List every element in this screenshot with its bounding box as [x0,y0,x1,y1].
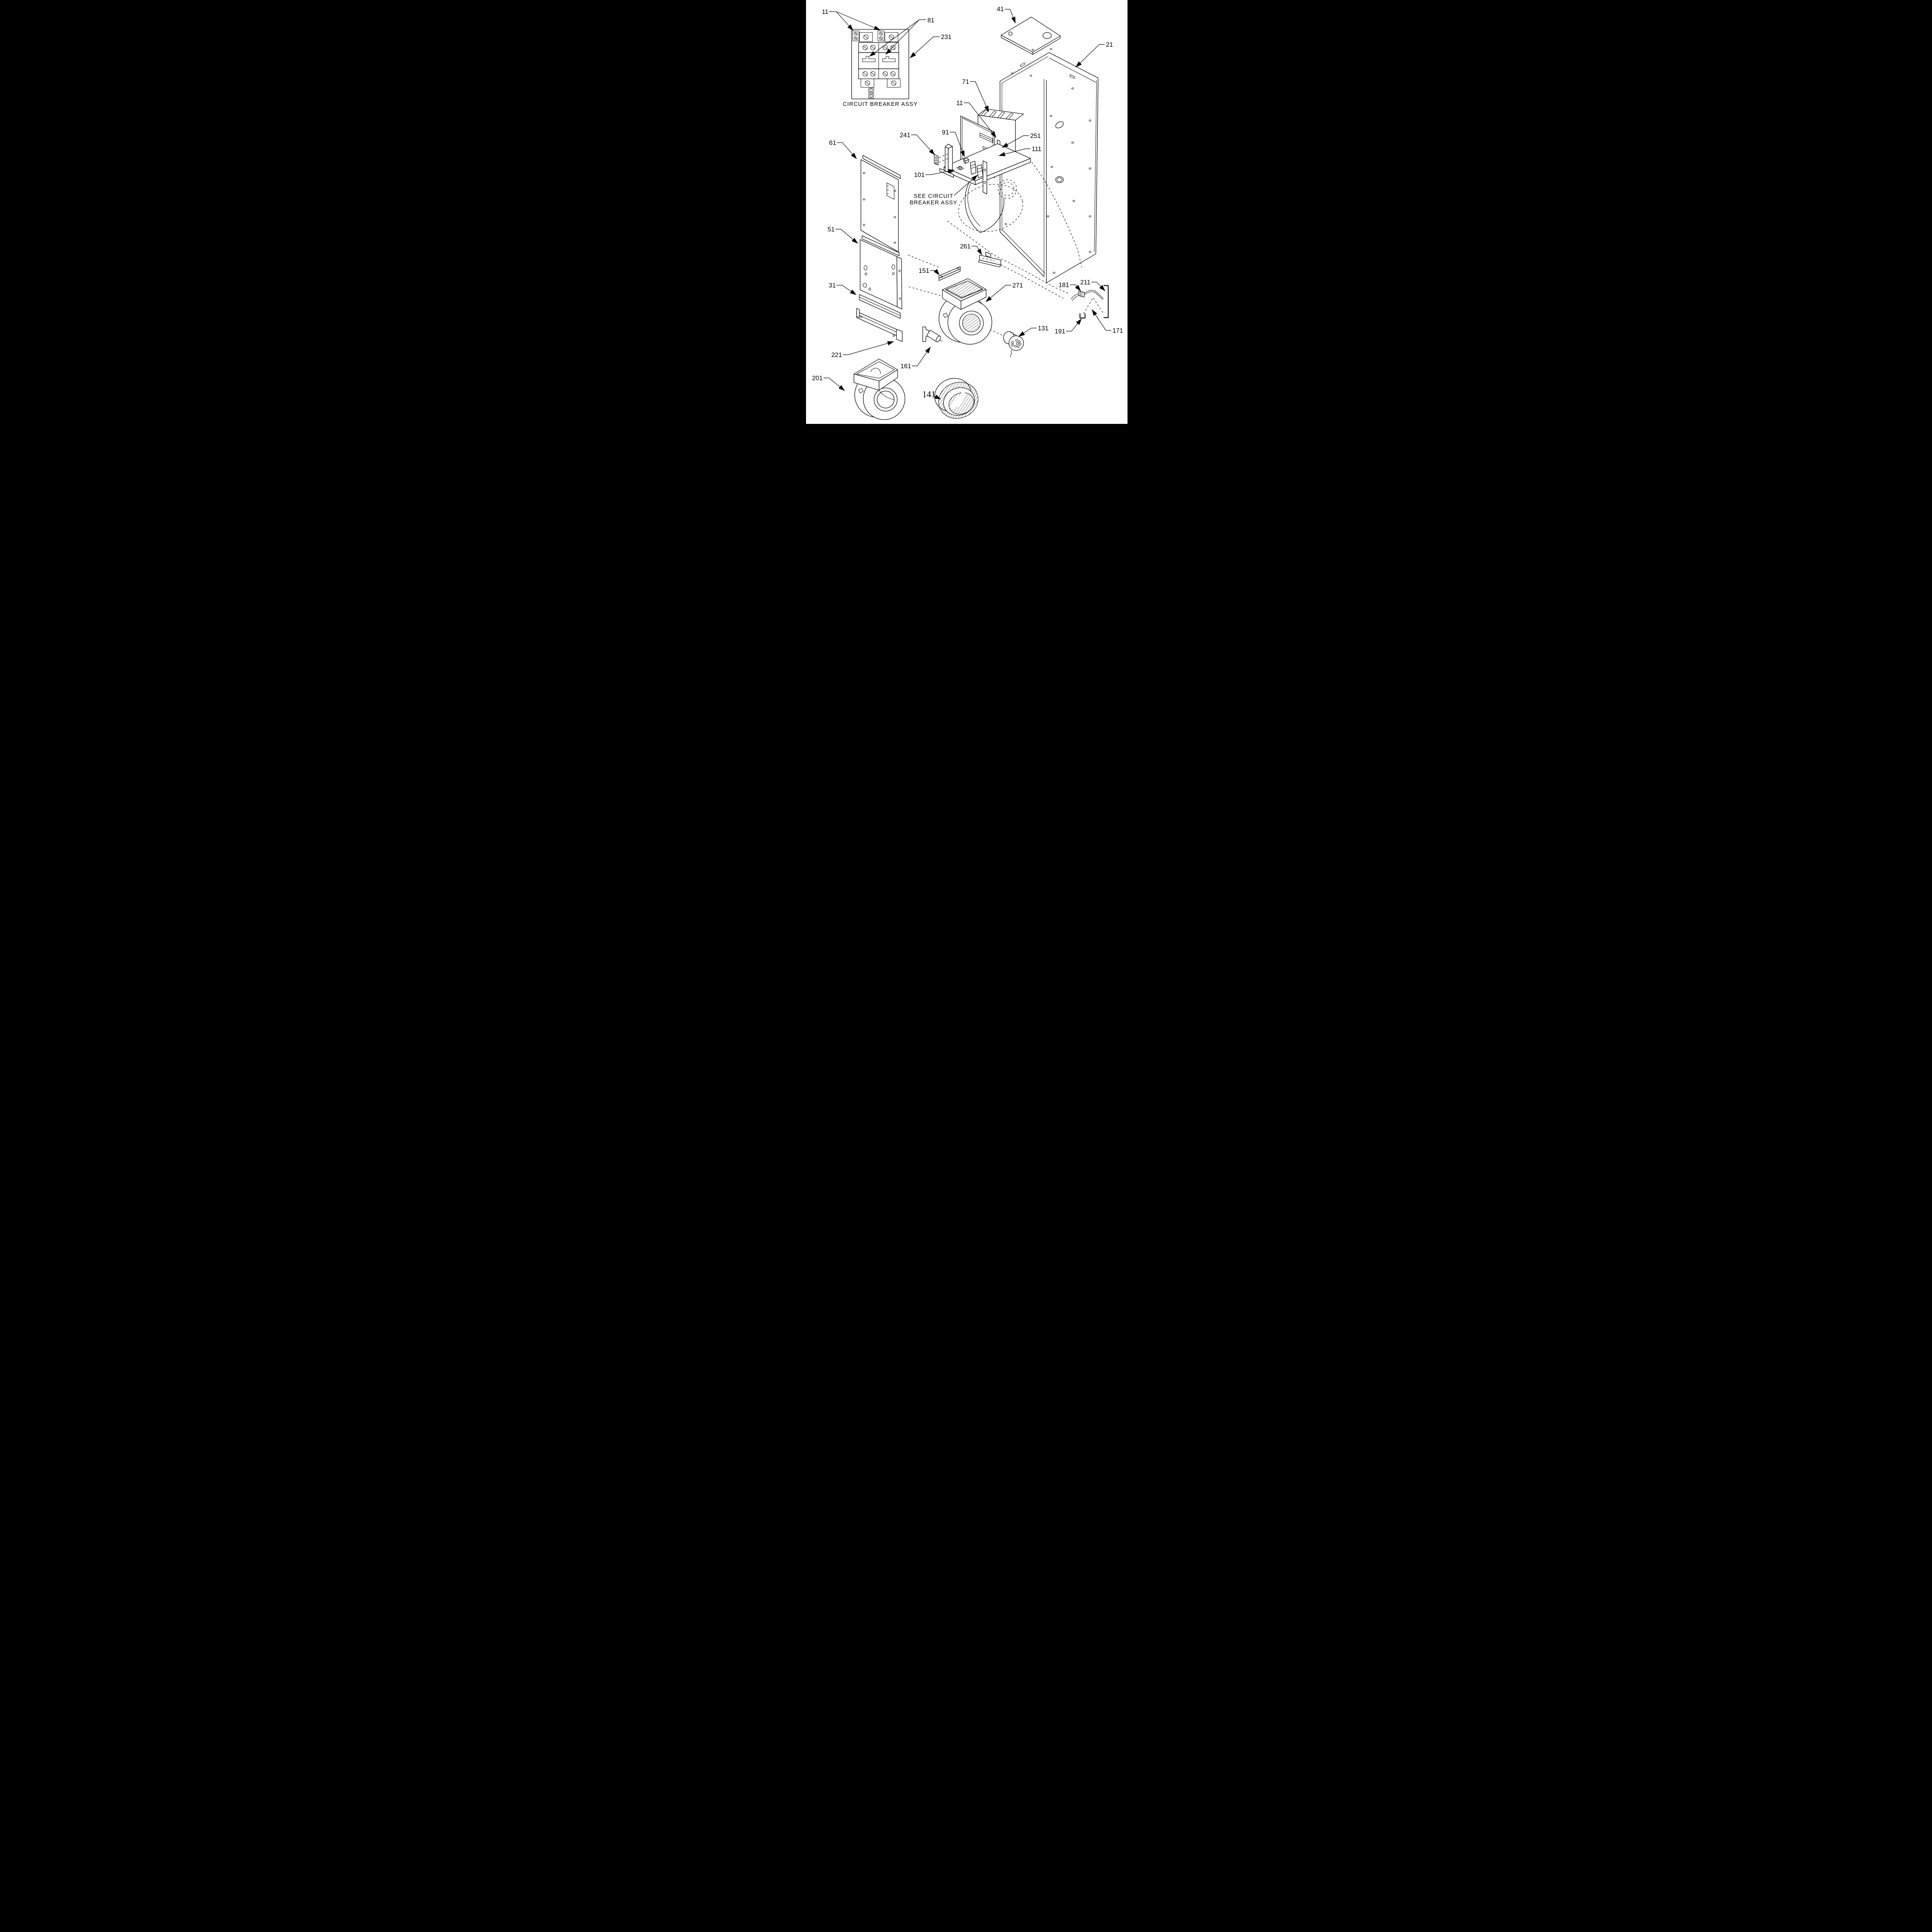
callout-251: 251 [1030,133,1041,139]
callout-21: 21 [1106,41,1113,48]
wires-171-icon [1083,297,1104,314]
bracket-211-icon [1103,285,1109,318]
bottom-blower-assembly [853,359,905,420]
callout-211: 211 [1080,279,1090,286]
exploded-parts-diagram: 11 81 231 CIRCUIT BREAKER ASSY 41 21 71 … [754,0,1178,424]
callout-181: 181 [1058,282,1069,289]
callout-41: 41 [997,6,1003,13]
callout-231: 231 [941,34,952,41]
callout-241: 241 [900,132,910,139]
wire-harness-group [1071,285,1109,319]
keyhole-slot-icon [862,283,867,288]
terminal-block-icon [852,31,884,41]
callout-201: 201 [812,375,823,382]
see-note-line2: BREAKER ASSY [910,200,957,206]
callout-131: 131 [1038,325,1049,332]
callout-leaders [823,9,1111,400]
see-note-line1: SEE CIRCUIT [913,193,953,199]
callout-11-heater: 11 [956,100,963,107]
callout-161: 161 [900,363,911,370]
breaker-window-icon [862,56,875,62]
filter-rail [859,294,901,319]
callout-221: 221 [831,352,842,359]
inset-caption: CIRCUIT BREAKER ASSY [843,101,918,107]
screw-101-icon [956,166,964,170]
deck-breakers-icon [969,160,987,194]
upper-door-panel [860,155,901,252]
hanger-notch-icon [1020,62,1025,67]
bracket-191-icon [1079,313,1085,319]
bracket-241-icon [934,153,948,165]
callout-11-breaker: 11 [821,9,828,15]
center-blower-assembly [938,266,992,345]
wiring-hole-icon [1055,121,1064,128]
diagram-page: 11 81 231 CIRCUIT BREAKER ASSY 41 21 71 … [754,0,1178,424]
breaker-window-icon [882,56,895,62]
callout-261: 261 [960,243,971,250]
lower-door-panel [859,235,902,310]
block-91-icon [963,158,969,164]
bracket-261-icon [978,252,1001,267]
callout-61: 61 [829,139,836,146]
wire-icon [1084,290,1104,299]
callout-171: 171 [1112,327,1123,334]
callout-51: 51 [827,226,834,233]
callout-91: 91 [942,129,949,136]
callout-31: 31 [828,282,835,289]
circuit-breaker-assembly-inset [851,29,909,99]
callout-111: 111 [1032,146,1041,153]
callout-labels: 11 81 231 CIRCUIT BREAKER ASSY 41 21 71 … [812,6,1123,399]
grommet-icon [1055,176,1064,183]
callout-81: 81 [927,17,934,24]
callout-141: 141 [922,389,935,399]
deck-upright-icon [939,144,954,178]
cabinet-shell [999,52,1099,283]
rail-151-icon [938,266,961,281]
callout-71: 71 [962,78,969,85]
top-panel [1000,17,1061,55]
callout-271: 271 [1012,282,1023,289]
inlet-ring-icon [873,388,898,412]
motor-wire-icon [1010,350,1012,357]
motor-icon [1003,331,1024,357]
callout-191: 191 [1054,328,1065,335]
capacitor-icon [922,327,942,342]
hanger-notch-icon [1069,74,1075,79]
support-channel [856,308,903,342]
callout-151: 151 [918,267,929,274]
callout-101: 101 [914,172,925,179]
wheel-through-opening [946,281,983,298]
blower-wheel-icon [934,378,978,419]
